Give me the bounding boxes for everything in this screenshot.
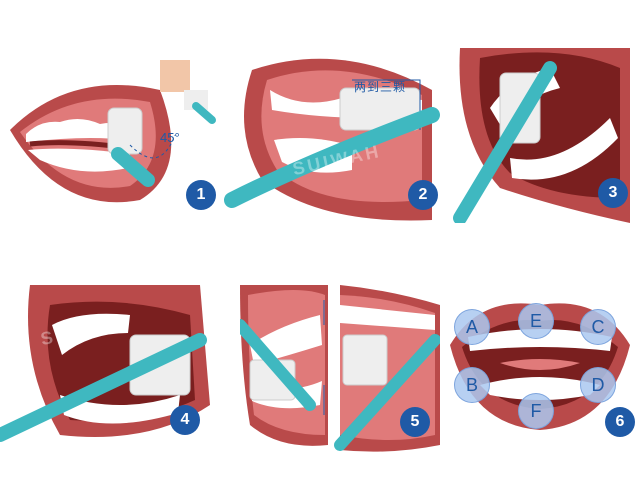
step-6-panel: A E C B F D 6 xyxy=(440,285,640,455)
step-4-illustration xyxy=(0,285,210,442)
step-4-panel: SUIWAH 4 xyxy=(0,285,220,450)
step-number-badge: 3 xyxy=(598,178,628,208)
brush-range-annotation: 两到三颗 xyxy=(354,80,407,94)
step-2-illustration xyxy=(224,58,440,221)
step-number-badge: 1 xyxy=(186,180,216,210)
step-3-illustration xyxy=(453,48,630,223)
angle-label: 45° xyxy=(160,130,180,145)
zone-b: B xyxy=(454,367,490,403)
zone-d: D xyxy=(580,367,616,403)
step-number-badge: 6 xyxy=(605,407,635,437)
zone-a: A xyxy=(454,309,490,345)
step-3-panel: 3 xyxy=(440,48,640,223)
zone-e: E xyxy=(518,303,554,339)
step-number-badge: 5 xyxy=(400,407,430,437)
step-1-illustration xyxy=(10,60,216,203)
step-number-badge: 2 xyxy=(408,180,438,210)
step-2-panel: 两到三颗 SUIWAH 2 xyxy=(222,50,442,225)
step-1-panel: 45° 1 xyxy=(0,50,230,220)
zone-c: C xyxy=(580,309,616,345)
step-number-badge: 4 xyxy=(170,405,200,435)
zone-f: F xyxy=(518,393,554,429)
step-5-panel: 5 xyxy=(240,285,440,455)
